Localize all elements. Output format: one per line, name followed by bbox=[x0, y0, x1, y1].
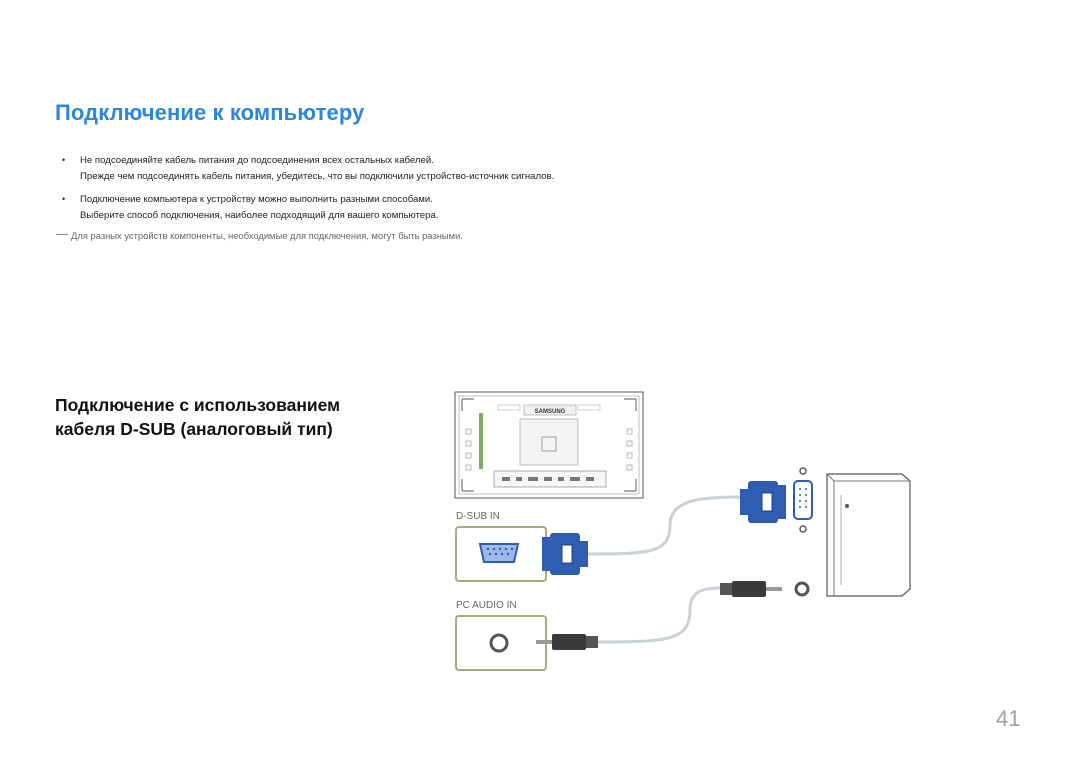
connection-diagram: SAMSUNG D-SUB IN PC AUDIO IN bbox=[454, 391, 911, 671]
section-title-line: кабеля D-SUB (аналоговый тип) bbox=[55, 419, 333, 439]
port-label-audio: PC AUDIO IN bbox=[456, 600, 517, 611]
bullet-text-line: Подключение компьютера к устройству можн… bbox=[80, 194, 433, 205]
audio-plug-pc bbox=[720, 581, 782, 597]
page-title: Подключение к компьютеру bbox=[55, 100, 365, 125]
vga-cable bbox=[587, 495, 741, 556]
audio-port bbox=[455, 615, 547, 671]
section-title: Подключение с использованием кабеля D-SU… bbox=[55, 393, 415, 441]
bullet-item: • Не подсоединяйте кабель питания до под… bbox=[60, 153, 760, 184]
bullet-text-line: Не подсоединяйте кабель питания до подсо… bbox=[80, 155, 434, 166]
audio-plug-display bbox=[536, 634, 598, 650]
page-number: 41 bbox=[996, 706, 1021, 731]
bullet-dot-icon: • bbox=[62, 194, 66, 204]
vga-plug-display bbox=[542, 533, 588, 575]
pc-tower-icon bbox=[826, 473, 911, 597]
port-label-dsub: D-SUB IN bbox=[456, 511, 500, 522]
audio-cable bbox=[597, 586, 721, 644]
display-panel: SAMSUNG bbox=[454, 391, 644, 499]
note-text: Для разных устройств компоненты, необход… bbox=[71, 230, 463, 241]
brand-logo: SAMSUNG bbox=[535, 409, 566, 415]
note-dash-icon bbox=[56, 234, 68, 236]
bullet-text-line: Прежде чем подсоединять кабель питания, … bbox=[80, 170, 555, 182]
vga-plug-pc bbox=[740, 481, 786, 523]
section-title-line: Подключение с использованием bbox=[55, 395, 341, 415]
pc-vga-port bbox=[793, 467, 813, 533]
pc-audio-jack bbox=[794, 581, 810, 597]
note: Для разных устройств компоненты, необход… bbox=[56, 230, 463, 241]
bullet-dot-icon: • bbox=[62, 155, 66, 165]
bullet-text-line: Выберите способ подключения, наиболее по… bbox=[80, 209, 439, 221]
bullet-item: • Подключение компьютера к устройству мо… bbox=[60, 192, 760, 223]
bullet-list: • Не подсоединяйте кабель питания до под… bbox=[60, 153, 760, 231]
dsub-port bbox=[455, 526, 547, 582]
